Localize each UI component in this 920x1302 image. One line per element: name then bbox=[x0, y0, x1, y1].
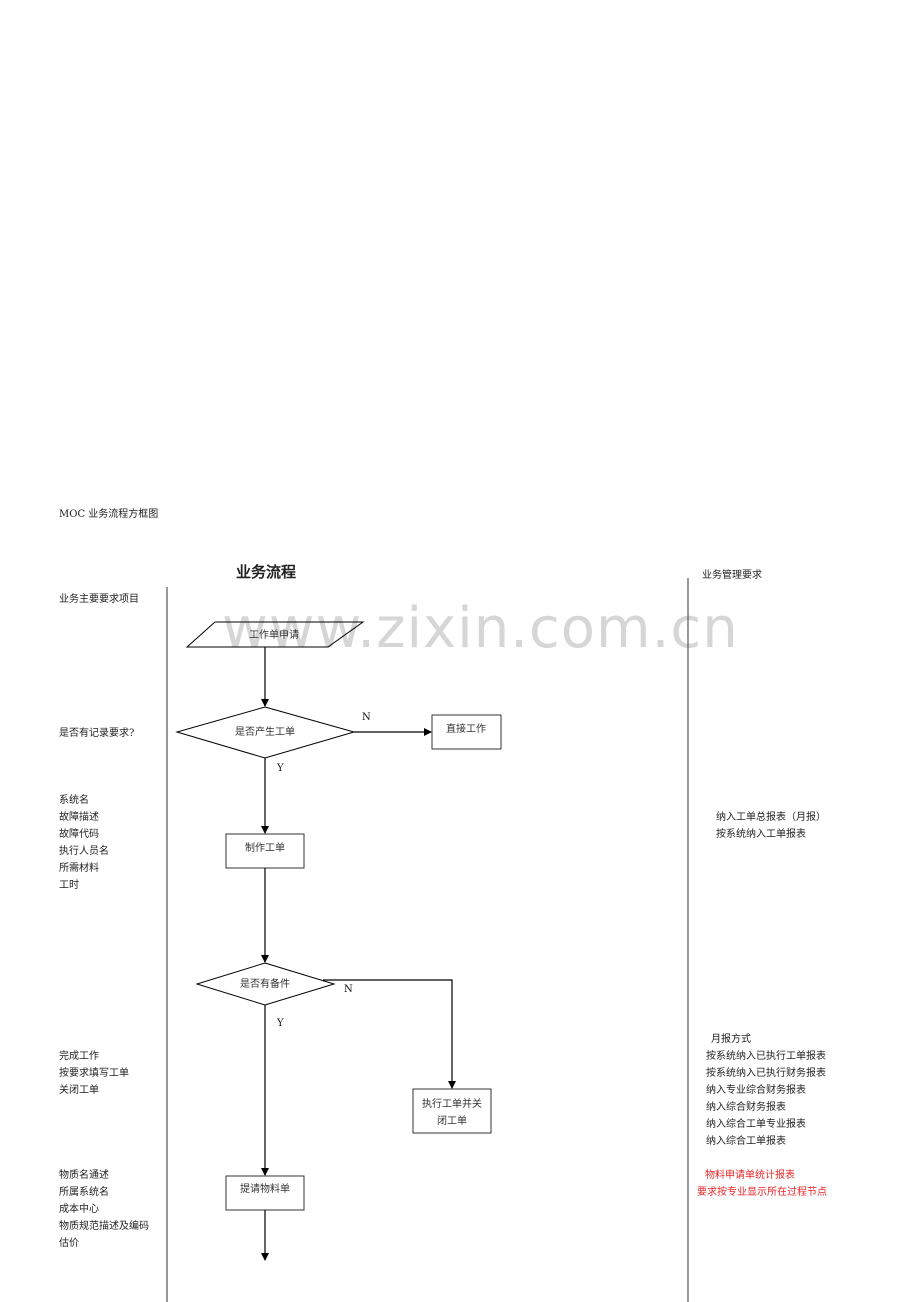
request-material-label: 提请物料单 bbox=[240, 1182, 290, 1195]
decision-spare-parts: 是否有备件 bbox=[195, 962, 336, 1006]
connector bbox=[323, 979, 456, 1089]
list-item: 执行人员名 bbox=[59, 846, 109, 857]
list-item: 按系统纳入已执行财务报表 bbox=[706, 1068, 826, 1079]
flow-title: 业务流程 bbox=[236, 563, 297, 581]
list-item: 系统名 bbox=[59, 795, 89, 806]
list-item: 故障描述 bbox=[59, 812, 99, 823]
record-question: 是否有记录要求? bbox=[59, 728, 135, 739]
list-item: 按系统纳入工单报表 bbox=[716, 829, 806, 840]
list-item: 月报方式 bbox=[711, 1034, 751, 1045]
material-fields-list: 物质名通述 所属系统名 成本中心 物质规范描述及编码 估价 bbox=[59, 1167, 149, 1252]
document-caption: MOC 业务流程方框图 bbox=[59, 509, 159, 520]
list-item: 所需材料 bbox=[59, 863, 99, 874]
work-order-reports-list: 纳入工单总报表（月报） 按系统纳入工单报表 bbox=[716, 809, 826, 843]
direct-work-label: 直接工作 bbox=[446, 722, 486, 735]
material-reports-list: 物料申请单统计报表 要求按专业显示所在过程节点 bbox=[697, 1167, 827, 1201]
list-item: 完成工作 bbox=[59, 1051, 99, 1062]
list-item: 工时 bbox=[59, 880, 79, 891]
no-label: N bbox=[362, 712, 371, 723]
execute-close-label-line2: 闭工单 bbox=[437, 1114, 467, 1127]
decision-spare-parts-label: 是否有备件 bbox=[240, 977, 290, 990]
list-item: 要求按专业显示所在过程节点 bbox=[697, 1187, 827, 1198]
watermark: www.zixin.com.cn bbox=[222, 596, 739, 661]
make-order-node: 制作工单 bbox=[225, 833, 305, 869]
list-item: 关闭工单 bbox=[59, 1085, 99, 1096]
list-item: 估价 bbox=[59, 1238, 79, 1249]
start-node: 工作单申请 bbox=[185, 621, 365, 648]
yes-label: Y bbox=[276, 1018, 284, 1029]
list-item: 纳入综合工单专业报表 bbox=[706, 1119, 806, 1130]
yes-label: Y bbox=[276, 763, 284, 774]
direct-work-node: 直接工作 bbox=[431, 714, 502, 750]
work-order-fields-list: 系统名 故障描述 故障代码 执行人员名 所需材料 工时 bbox=[59, 792, 109, 894]
list-item: 纳入工单总报表（月报） bbox=[716, 812, 826, 823]
list-item: 纳入专业综合财务报表 bbox=[706, 1085, 806, 1096]
no-label: N bbox=[344, 984, 353, 995]
decision-generate-order-label: 是否产生工单 bbox=[235, 725, 295, 738]
list-item: 所属系统名 bbox=[59, 1187, 109, 1198]
management-requirements-title: 业务管理要求 bbox=[702, 570, 762, 581]
monthly-reports-list: 月报方式 按系统纳入已执行工单报表 按系统纳入已执行财务报表 纳入专业综合财务报… bbox=[706, 1031, 826, 1150]
list-item: 按要求填写工单 bbox=[59, 1068, 129, 1079]
list-item: 物质名通述 bbox=[59, 1170, 109, 1181]
list-item: 物料申请单统计报表 bbox=[705, 1170, 795, 1181]
list-item: 故障代码 bbox=[59, 829, 99, 840]
execute-close-node: 执行工单并关 闭工单 bbox=[412, 1088, 492, 1134]
list-item: 按系统纳入已执行工单报表 bbox=[706, 1051, 826, 1062]
list-item: 成本中心 bbox=[59, 1204, 99, 1215]
list-item: 物质规范描述及编码 bbox=[59, 1221, 149, 1232]
completion-items-list: 完成工作 按要求填写工单 关闭工单 bbox=[59, 1048, 129, 1099]
list-item: 纳入综合财务报表 bbox=[706, 1102, 786, 1113]
list-item: 纳入综合工单报表 bbox=[706, 1136, 786, 1147]
start-node-label: 工作单申请 bbox=[249, 628, 299, 641]
decision-generate-order: 是否产生工单 bbox=[175, 706, 356, 759]
request-material-node: 提请物料单 bbox=[225, 1175, 305, 1211]
make-order-label: 制作工单 bbox=[245, 841, 285, 854]
execute-close-label-line1: 执行工单并关 bbox=[422, 1097, 482, 1110]
requirements-items-title: 业务主要要求项目 bbox=[59, 594, 139, 605]
